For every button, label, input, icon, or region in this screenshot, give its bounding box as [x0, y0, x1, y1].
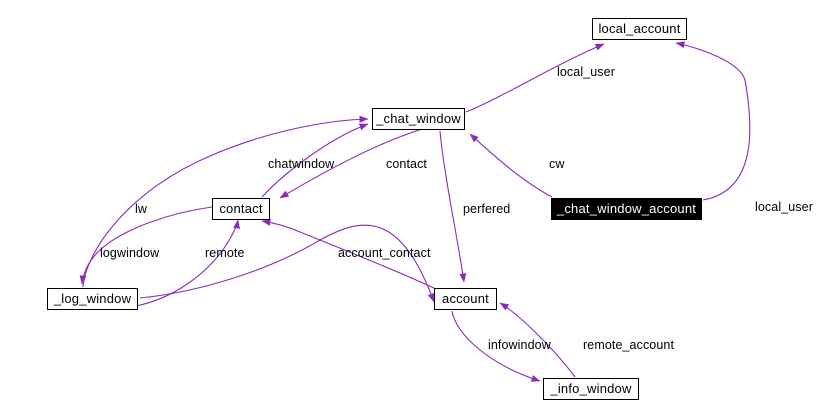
edge-account-to-contact-account-contact: [261, 218, 439, 291]
node-account[interactable]: account: [434, 288, 497, 310]
edge-chatwindow-to-local-account: [465, 43, 605, 113]
edge-label-account-contact: account_contact: [338, 246, 431, 260]
node-local-account-label: local_account: [598, 21, 681, 36]
node-log-window-label: _log_window: [53, 291, 132, 306]
edge-label-local-user-top: local_user: [557, 65, 615, 79]
edge-info-window-to-account: [499, 302, 576, 378]
node-chat-window-account-label: _chat_window_account: [556, 201, 697, 216]
node-chat-window-label: _chat_window: [376, 111, 461, 126]
node-log-window[interactable]: _log_window: [47, 288, 138, 310]
edge-label-infowindow: infowindow: [488, 338, 551, 352]
edge-contact-to-log-window-lw: [79, 206, 213, 285]
edge-account-to-info-window: [451, 310, 541, 382]
node-chat-window-account[interactable]: _chat_window_account: [551, 198, 702, 220]
node-info-window-label: _info_window: [550, 381, 632, 396]
edge-label-cw: cw: [549, 157, 565, 171]
node-chat-window[interactable]: _chat_window: [372, 108, 465, 130]
edge-label-local-user-right: local_user: [755, 200, 813, 214]
node-local-account[interactable]: local_account: [592, 18, 687, 40]
edge-chat-window-to-account: [439, 130, 467, 283]
edge-log-window-to-contact-remote: [139, 224, 435, 303]
node-contact[interactable]: contact: [212, 198, 270, 220]
edge-log-window-to-chat-window: [82, 115, 369, 288]
edge-log-window-to-contact-logwindow: [135, 219, 241, 307]
edge-label-lw: lw: [135, 202, 148, 216]
edge-chat-window-account-to-local-account: [675, 41, 751, 201]
edge-label-remote: remote: [205, 246, 245, 260]
edge-label-perfered: perfered: [463, 202, 511, 216]
edge-label-chatwindow: chatwindow: [268, 157, 335, 171]
node-account-label: account: [442, 291, 489, 306]
node-contact-label: contact: [219, 201, 263, 216]
node-info-window[interactable]: _info_window: [543, 378, 639, 400]
edge-contact-to-chat-window: [261, 123, 369, 198]
edge-label-contact: contact: [386, 157, 428, 171]
edge-label-logwindow: logwindow: [100, 246, 160, 260]
edge-chat-window-account-to-chat-window: [469, 133, 553, 198]
edge-label-remote-account: remote_account: [583, 338, 675, 352]
